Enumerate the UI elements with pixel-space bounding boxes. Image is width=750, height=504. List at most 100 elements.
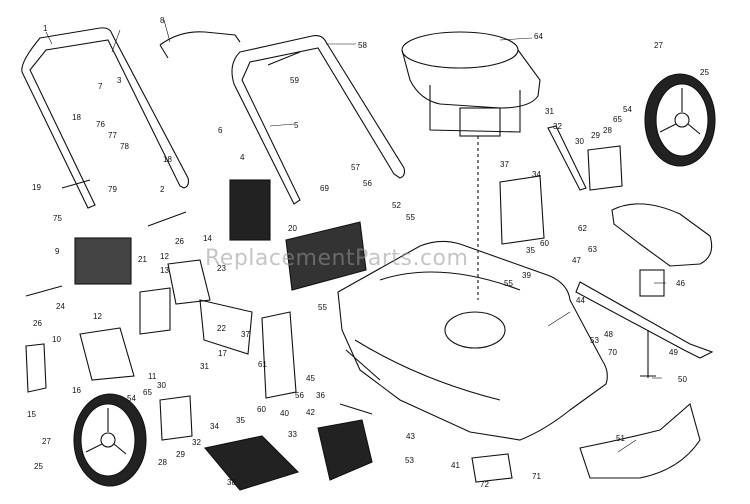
- callout-53b: 53: [590, 336, 599, 345]
- callout-13: 13: [160, 266, 169, 275]
- callout-14: 14: [203, 234, 212, 243]
- callout-3: 3: [117, 76, 122, 85]
- callout-30b: 30: [157, 381, 166, 390]
- callout-79: 79: [108, 185, 117, 194]
- upper-handle: [231, 35, 406, 205]
- callout-28a: 28: [603, 126, 612, 135]
- cable: [159, 31, 241, 59]
- callout-9: 9: [55, 247, 60, 256]
- rear-wheel-right: [644, 73, 716, 167]
- callout-27b: 27: [42, 437, 51, 446]
- callout-77: 77: [108, 131, 117, 140]
- bracket-29-left: [159, 395, 193, 441]
- callout-70: 70: [608, 348, 617, 357]
- callout-39: 39: [522, 271, 531, 280]
- callout-24: 24: [56, 302, 65, 311]
- watermark: ReplacementParts.com: [205, 246, 469, 271]
- callout-35b: 35: [236, 416, 245, 425]
- callout-64: 64: [534, 32, 543, 41]
- callout-37a: 37: [500, 160, 509, 169]
- bracket-17: [199, 299, 253, 355]
- callout-60b: 60: [257, 405, 266, 414]
- callout-41: 41: [451, 461, 460, 470]
- callout-47: 47: [572, 256, 581, 265]
- callout-59: 59: [290, 76, 299, 85]
- callout-7: 7: [98, 82, 103, 91]
- callout-37b: 37: [241, 330, 250, 339]
- callout-19: 19: [32, 183, 41, 192]
- rear-chute: [611, 203, 713, 267]
- callout-35a: 35: [526, 246, 535, 255]
- callout-57: 57: [351, 163, 360, 172]
- callout-16: 16: [72, 386, 81, 395]
- deck-opening: [444, 311, 506, 349]
- callout-34b: 34: [210, 422, 219, 431]
- callout-45: 45: [306, 374, 315, 383]
- callout-60a: 60: [540, 239, 549, 248]
- callout-27a: 27: [654, 41, 663, 50]
- callout-26b: 26: [33, 319, 42, 328]
- callout-65b: 65: [143, 388, 152, 397]
- callout-5: 5: [294, 121, 299, 130]
- bracket-71: [471, 453, 513, 483]
- callout-32a: 32: [553, 122, 562, 131]
- callout-40: 40: [280, 409, 289, 418]
- callout-8: 8: [160, 16, 165, 25]
- callout-43: 43: [406, 432, 415, 441]
- bracket-14: [167, 259, 211, 305]
- callout-23: 23: [217, 264, 226, 273]
- callout-33: 33: [288, 430, 297, 439]
- callout-20: 20: [288, 224, 297, 233]
- callout-26a: 26: [175, 237, 184, 246]
- blade-bolt: [640, 330, 656, 378]
- callout-56b: 56: [295, 391, 304, 400]
- callout-4: 4: [240, 153, 245, 162]
- callout-78: 78: [120, 142, 129, 151]
- callout-46: 46: [676, 279, 685, 288]
- callout-10: 10: [52, 335, 61, 344]
- callout-71: 71: [532, 472, 541, 481]
- callout-55b: 55: [318, 303, 327, 312]
- engine: [401, 31, 541, 300]
- callout-52: 52: [392, 201, 401, 210]
- callout-6a: 6: [218, 126, 223, 135]
- bracket-40: [261, 311, 297, 399]
- callout-17: 17: [218, 349, 227, 358]
- callout-36: 36: [316, 391, 325, 400]
- callout-48: 48: [604, 330, 613, 339]
- mulch-plug-38: [203, 435, 300, 491]
- callout-2: 2: [160, 185, 165, 194]
- callout-55c: 55: [504, 279, 513, 288]
- blade: [575, 281, 714, 359]
- bracket-16: [79, 327, 135, 381]
- callout-63: 63: [588, 245, 597, 254]
- lever-31: [547, 125, 587, 191]
- callout-38: 38: [227, 478, 236, 487]
- callout-58: 58: [358, 41, 367, 50]
- mower-deck: [337, 240, 608, 441]
- callout-44: 44: [576, 296, 585, 305]
- callout-22: 22: [217, 324, 226, 333]
- callout-28b: 28: [158, 458, 167, 467]
- callout-21: 21: [138, 255, 147, 264]
- panel-9: [74, 237, 132, 285]
- callout-69: 69: [320, 184, 329, 193]
- callout-51: 51: [616, 434, 625, 443]
- callout-12b: 12: [93, 312, 102, 321]
- callout-65a: 65: [613, 115, 622, 124]
- callout-15: 15: [27, 410, 36, 419]
- panel-4: [229, 179, 271, 241]
- bracket-29-right: [587, 145, 623, 191]
- callout-12a: 12: [160, 252, 169, 261]
- callout-25b: 25: [34, 462, 43, 471]
- callout-53a: 53: [405, 456, 414, 465]
- callout-30a: 30: [575, 137, 584, 146]
- callout-1: 1: [43, 24, 48, 33]
- rear-flap-33: [317, 419, 373, 481]
- front-wheel-left: [73, 393, 147, 487]
- callout-76: 76: [96, 120, 105, 129]
- callout-31a: 31: [545, 107, 554, 116]
- callout-75: 75: [53, 214, 62, 223]
- callout-62: 62: [578, 224, 587, 233]
